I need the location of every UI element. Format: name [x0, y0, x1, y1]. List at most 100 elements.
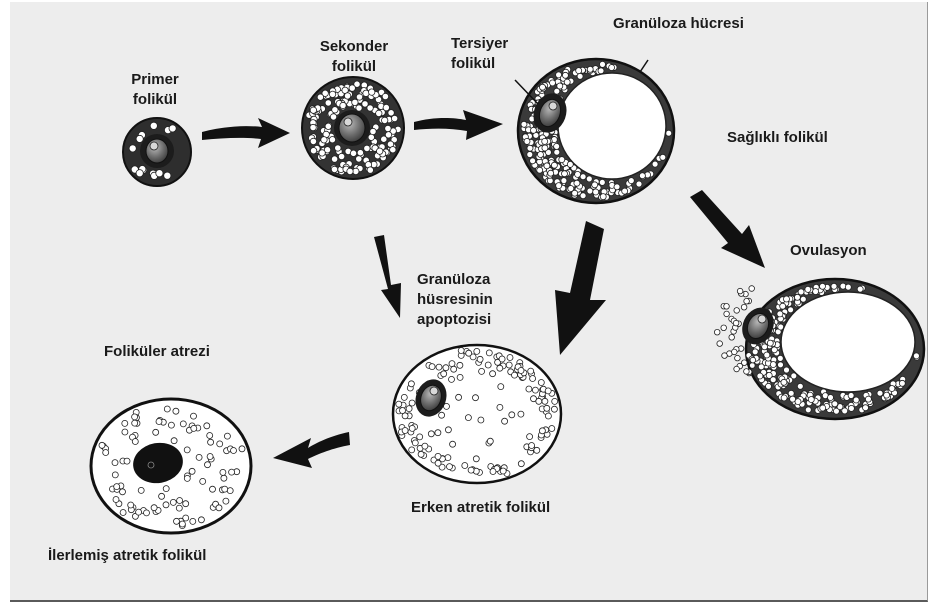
primer-follicle	[123, 118, 191, 186]
granulosa-cell-dot	[639, 173, 645, 179]
granulosa-cell-dot	[179, 521, 185, 527]
granulosa-cell-dot	[136, 135, 143, 142]
granulosa-cell-dot	[527, 434, 533, 440]
granulosa-cell-dot	[734, 366, 740, 372]
granulosa-cell-dot	[502, 418, 508, 424]
granulosa-cell-dot	[443, 365, 449, 371]
granulosa-cell-dot	[466, 350, 472, 356]
granulosa-cell-dot	[128, 502, 134, 508]
granulosa-cell-dot	[636, 181, 642, 187]
granulosa-cell-dot	[239, 446, 245, 452]
granulosa-cell-dot	[198, 517, 204, 523]
granulosa-cell-dot	[577, 73, 583, 79]
granulosa-cell-dot	[524, 138, 530, 144]
granulosa-cell-dot	[562, 171, 568, 177]
granulosa-cell-dot	[863, 405, 869, 411]
granulosa-cell-dot	[842, 408, 848, 414]
arrow-sekonder-to-tersiyer	[414, 110, 503, 140]
granulosa-cell-dot	[310, 124, 316, 130]
granulosa-cell-dot	[778, 362, 784, 368]
granulosa-cell-dot	[329, 137, 335, 143]
granulosa-cell-dot	[714, 329, 720, 335]
granulosa-cell-dot	[310, 148, 316, 154]
granulosa-cell-dot	[457, 362, 463, 368]
granulosa-cell-dot	[587, 66, 593, 72]
granulosa-cell-dot	[331, 166, 337, 172]
granulosa-cell-dot	[390, 147, 396, 153]
granulosa-cell-dot	[497, 365, 503, 371]
granulosa-cell-dot	[913, 353, 919, 359]
granulosa-cell-dot	[310, 107, 316, 113]
granulosa-cell-dot	[173, 408, 179, 414]
granulosa-cell-dot	[204, 423, 210, 429]
granulosa-cell-dot	[439, 412, 445, 418]
granulosa-cell-dot	[797, 383, 803, 389]
granulosa-cell-dot	[191, 413, 197, 419]
granulosa-cell-dot	[530, 376, 536, 382]
granulosa-cell-dot	[176, 505, 182, 511]
granulosa-cell-dot	[120, 510, 126, 516]
granulosa-cell-dot	[777, 311, 783, 317]
granulosa-cell-dot	[813, 289, 819, 295]
granulosa-cell-dot	[356, 94, 362, 100]
granulosa-cell-dot	[528, 368, 534, 374]
granulosa-cell-dot	[114, 484, 120, 490]
granulosa-cell-dot	[435, 460, 441, 466]
granulosa-cell-dot	[532, 387, 538, 393]
granulosa-cell-dot	[445, 427, 451, 433]
granulosa-cell-dot	[848, 393, 854, 399]
granulosa-cell-dot	[325, 100, 331, 106]
granulosa-cell-dot	[554, 149, 560, 155]
granulosa-cell-dot	[217, 441, 223, 447]
granulosa-cell-dot	[367, 167, 373, 173]
granulosa-cell-dot	[486, 350, 492, 356]
granulosa-cell-dot	[191, 425, 197, 431]
granulosa-cell-dot	[788, 390, 794, 396]
granulosa-cell-dot	[408, 381, 414, 387]
granulosa-cell-dot	[112, 460, 118, 466]
granulosa-cell-dot	[518, 368, 524, 374]
granulosa-cell-dot	[153, 429, 159, 435]
granulosa-cell-dot	[412, 440, 418, 446]
granulosa-cell-dot	[735, 355, 741, 361]
granulosa-cell-dot	[752, 349, 758, 355]
arrow-sekonder-to-apoptosis	[374, 235, 401, 318]
granulosa-cell-dot	[329, 91, 335, 97]
granulosa-cell-dot	[473, 456, 479, 462]
granulosa-cell-dot	[530, 158, 536, 164]
granulosa-cell-dot	[750, 357, 756, 363]
granulosa-cell-dot	[784, 296, 790, 302]
granulosa-cell-dot	[865, 396, 871, 402]
granulosa-cell-dot	[497, 404, 503, 410]
granulosa-cell-dot	[545, 388, 551, 394]
granulosa-cell-dot	[614, 184, 620, 190]
granulosa-cell-dot	[580, 174, 586, 180]
granulosa-cell-dot	[391, 115, 397, 121]
granulosa-cell-dot	[572, 190, 578, 196]
granulosa-cell-dot	[156, 419, 162, 425]
granulosa-cell-dot	[722, 353, 728, 359]
granulosa-cell-dot	[216, 505, 222, 511]
granulosa-cell-dot	[227, 488, 233, 494]
granulosa-cell-dot	[406, 406, 412, 412]
granulosa-cell-dot	[190, 518, 196, 524]
granulosa-cell-dot	[340, 102, 346, 108]
primer-label-line1: Primer	[116, 70, 194, 90]
apoptosis-label-line1: Granüloza	[417, 270, 493, 290]
granulosa-cell-dot	[224, 433, 230, 439]
granulosa-cell-dot	[184, 475, 190, 481]
granulosa-cell-dot	[171, 438, 177, 444]
granulosa-cell-dot	[545, 413, 551, 419]
granulosa-cell-dot	[561, 178, 567, 184]
granulosa-cell-dot	[364, 145, 370, 151]
granulosa-pointer-line	[640, 60, 648, 72]
granulosa-cell-dot	[744, 298, 750, 304]
granulosa-cell-dot	[477, 356, 483, 362]
granulosa-cell-dot	[457, 374, 463, 380]
granulosa-cell-dot	[317, 94, 323, 100]
granulosa-cell-dot	[422, 443, 428, 449]
granulosa-cell-dot	[750, 363, 756, 369]
granulosa-cell-dot	[805, 407, 811, 413]
granulosa-cell-dot	[586, 176, 592, 182]
granulosa-cell-dot	[132, 420, 138, 426]
